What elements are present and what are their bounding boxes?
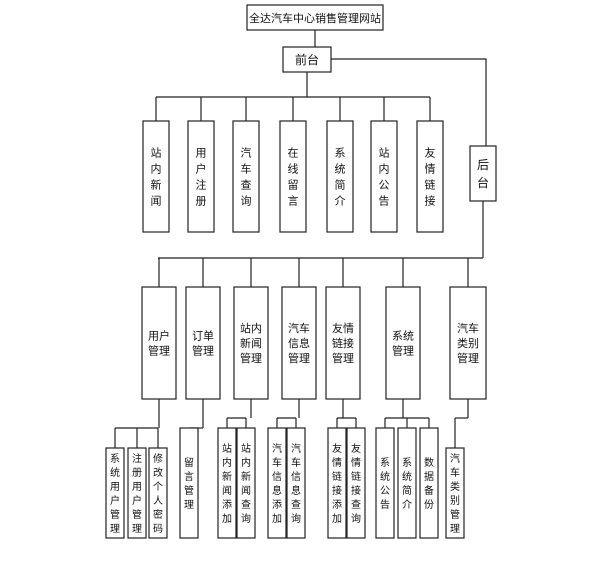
leaf-module-6-2: 系统简介 (397, 427, 417, 539)
front-module-label: 站内新闻 (151, 146, 162, 208)
leaf-module-5-2: 友情链接查询 (346, 427, 366, 539)
back-label-char-2: 台 (477, 175, 489, 190)
leaf-module-6-1: 系统公告 (375, 427, 395, 539)
leaf-module-label: 友情链接添加 (332, 442, 342, 525)
leaf-module-label: 汽车信息查询 (291, 442, 301, 525)
root-label: 全达汽车中心销售管理网站 (249, 11, 381, 25)
leaf-module-label: 站内新闻添加 (222, 442, 232, 525)
front-module-label: 友情链接 (425, 146, 436, 208)
back-module-4: 汽车信息管理 (281, 286, 317, 400)
front-back-connector (331, 58, 487, 146)
back-module-label: 汽车信息管理 (288, 321, 310, 365)
front-module-5: 系统简介 (326, 120, 354, 233)
leaf-module-5-1: 友情链接添加 (327, 427, 347, 539)
front-module-7: 友情链接 (416, 120, 444, 233)
leaf-module-label: 注册用户管理 (132, 452, 142, 535)
connector-lines (114, 30, 487, 448)
back-module-5: 友情链接管理 (325, 286, 361, 400)
back-module-label: 系统管理 (392, 330, 414, 358)
front-module-label: 用户注册 (196, 147, 207, 208)
front-module-label: 在线留言 (288, 147, 299, 208)
front-modules: 站内新闻 用户注册 汽车查询 在线留言 系统简介 站内公告 友情链接 (142, 120, 444, 233)
leaf-module-1-2: 注册用户管理 (127, 447, 147, 539)
back-module-2: 订单管理 (185, 286, 221, 400)
leaf-module-label: 系统用户管理 (110, 453, 120, 535)
back-node: 后 台 (469, 145, 497, 202)
leaf-module-3-2: 站内新闻查询 (236, 427, 256, 539)
leaf-module-label: 汽车类别管理 (450, 452, 460, 535)
leaf-module-label: 系统公告 (380, 457, 390, 511)
leaf-module-1-3: 修改个人密码 (148, 447, 168, 539)
back-label-char-1: 后 (477, 158, 489, 172)
leaf-module-label: 留言管理 (184, 456, 194, 511)
back-module-1: 用户管理 (141, 286, 177, 400)
front-module-label: 站内公告 (379, 146, 390, 208)
leaf-module-label: 友情链接查询 (351, 442, 361, 525)
leaf-module-1-1: 系统用户管理 (105, 447, 125, 539)
leaf-module-3-1: 站内新闻添加 (217, 427, 237, 539)
front-module-2: 用户注册 (187, 120, 215, 233)
leaf-module-label: 站内新闻查询 (241, 442, 251, 525)
front-module-6: 站内公告 (370, 120, 398, 233)
leaf-module-2-1: 留言管理 (179, 427, 199, 539)
back-module-6: 系统管理 (385, 286, 421, 400)
root-node: 全达汽车中心销售管理网站 (246, 4, 384, 31)
leaf-module-label: 汽车信息添加 (272, 442, 282, 525)
leaf-module-4-1: 汽车信息添加 (267, 427, 287, 539)
leaf-module-label: 数据备份 (424, 456, 434, 511)
back-module-7: 汽车类别管理 (449, 286, 487, 400)
back-module-label: 友情链接管理 (332, 321, 354, 365)
back-module-3: 站内新闻管理 (233, 286, 269, 400)
leaf-module-label: 修改个人密码 (153, 452, 163, 535)
back-module-label: 汽车类别管理 (457, 321, 479, 365)
front-node: 前台 (282, 46, 332, 73)
front-module-label: 系统简介 (335, 147, 346, 208)
back-module-label: 用户管理 (148, 329, 170, 358)
leaf-module-label: 系统简介 (402, 457, 412, 511)
front-module-4: 在线留言 (279, 120, 307, 233)
front-module-1: 站内新闻 (142, 120, 170, 233)
leaf-module-4-2: 汽车信息查询 (286, 427, 306, 539)
back-module-label: 订单管理 (192, 330, 214, 358)
front-module-label: 汽车查询 (241, 146, 252, 208)
leaf-module-6-3: 数据备份 (419, 427, 439, 539)
leaf-module-7-1: 汽车类别管理 (445, 447, 465, 539)
front-module-3: 汽车查询 (232, 120, 260, 233)
back-module-label: 站内新闻管理 (240, 321, 262, 365)
front-label: 前台 (295, 52, 319, 67)
